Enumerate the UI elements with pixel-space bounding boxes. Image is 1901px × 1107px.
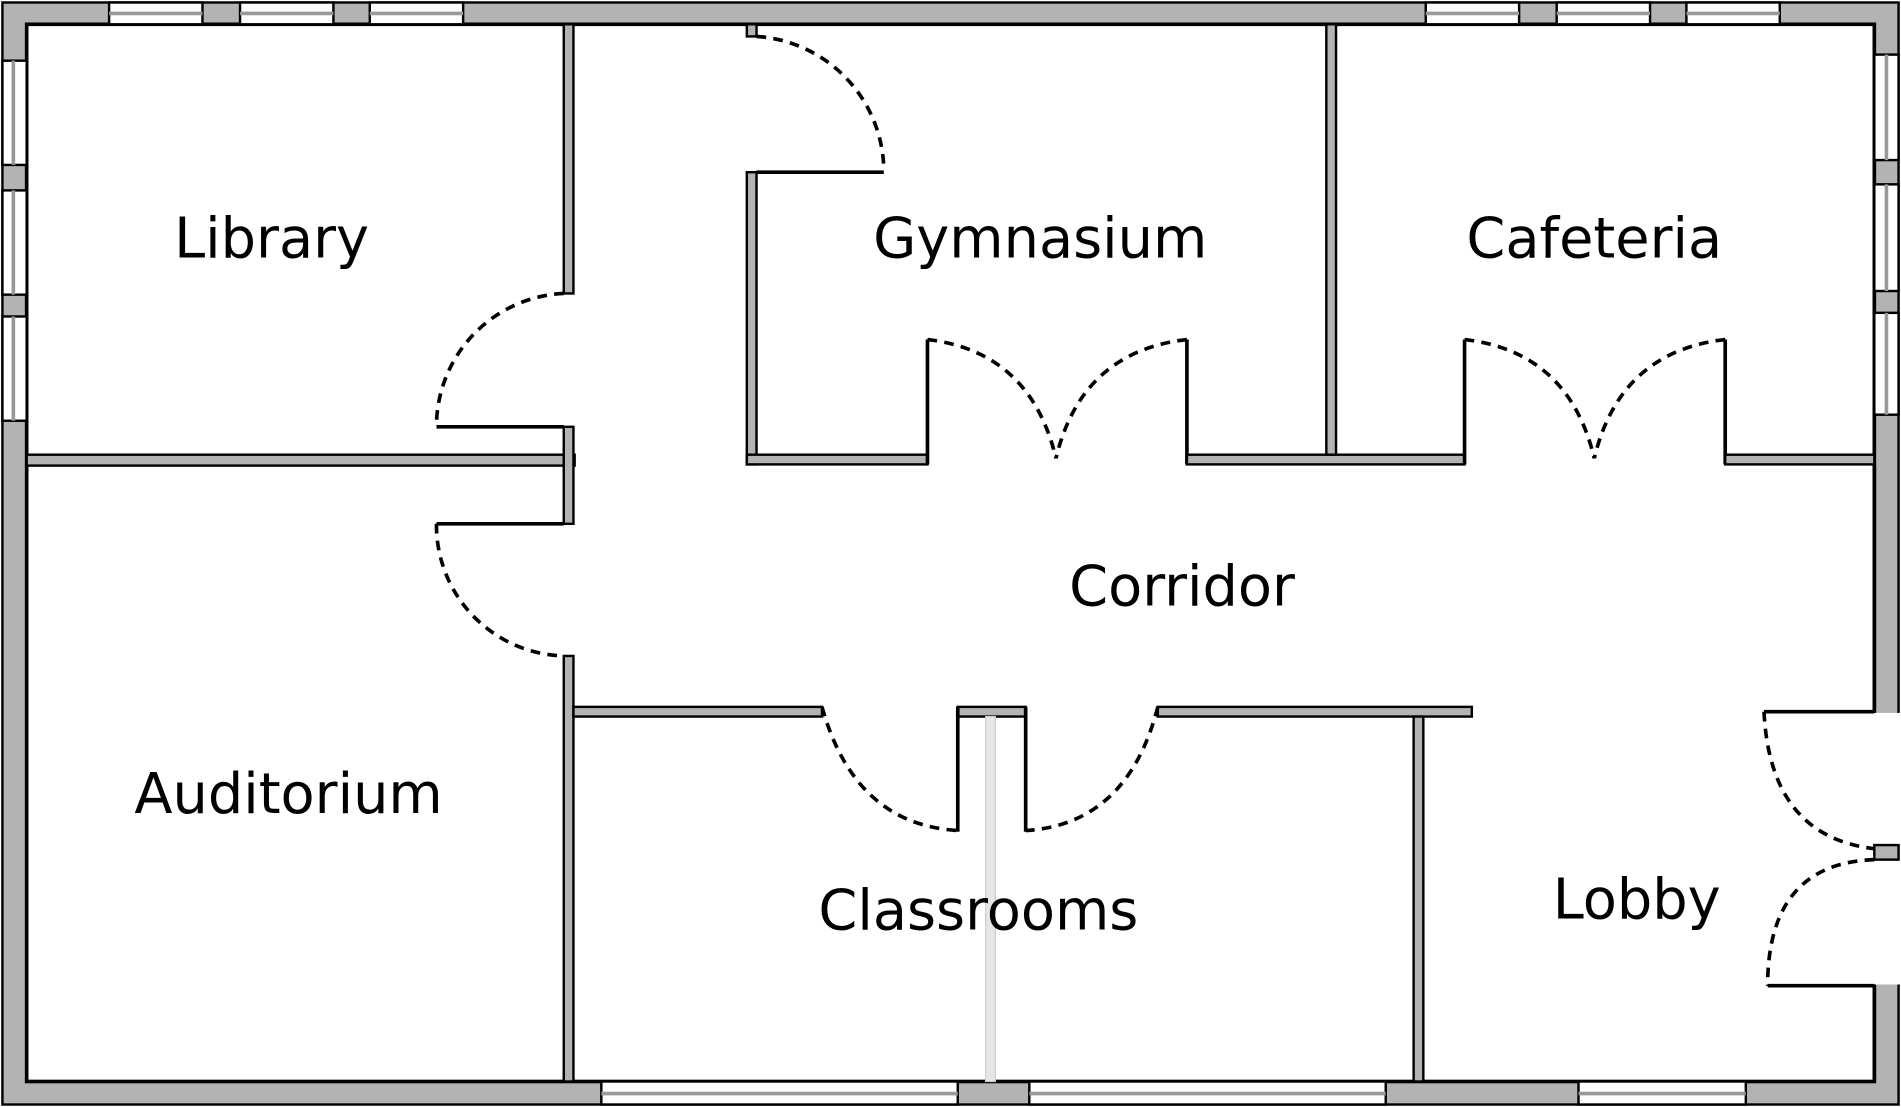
gymnasium-door-left xyxy=(927,337,1058,459)
interior-walls xyxy=(25,23,1900,1083)
cafeteria-door-right xyxy=(1592,337,1726,459)
door-swings xyxy=(434,34,1875,986)
windows-top xyxy=(107,1,1781,26)
lobby-door-top xyxy=(1762,711,1875,851)
room-label-library: Library xyxy=(174,207,369,272)
classrooms-door-right xyxy=(1025,706,1160,833)
room-label-auditorium: Auditorium xyxy=(134,762,442,827)
room-label-classrooms: Classrooms xyxy=(818,878,1138,943)
lobby-door-bottom xyxy=(1765,857,1875,986)
windows-bottom xyxy=(600,1080,1748,1106)
room-labels: Library Gymnasium Cafeteria Corridor Aud… xyxy=(134,207,1722,944)
windows-left xyxy=(1,59,28,422)
windows-right xyxy=(1873,53,1900,416)
room-label-lobby: Lobby xyxy=(1553,867,1721,932)
cafeteria-door-left xyxy=(1464,337,1597,459)
room-label-cafeteria: Cafeteria xyxy=(1466,207,1722,272)
auditorium-door xyxy=(434,523,564,658)
gymnasium-door-right xyxy=(1054,337,1188,459)
library-door xyxy=(434,291,564,427)
classrooms-door-left xyxy=(820,706,958,833)
room-label-corridor: Corridor xyxy=(1069,555,1295,620)
room-label-gymnasium: Gymnasium xyxy=(873,207,1207,272)
gymnasium-top-door xyxy=(756,34,886,170)
